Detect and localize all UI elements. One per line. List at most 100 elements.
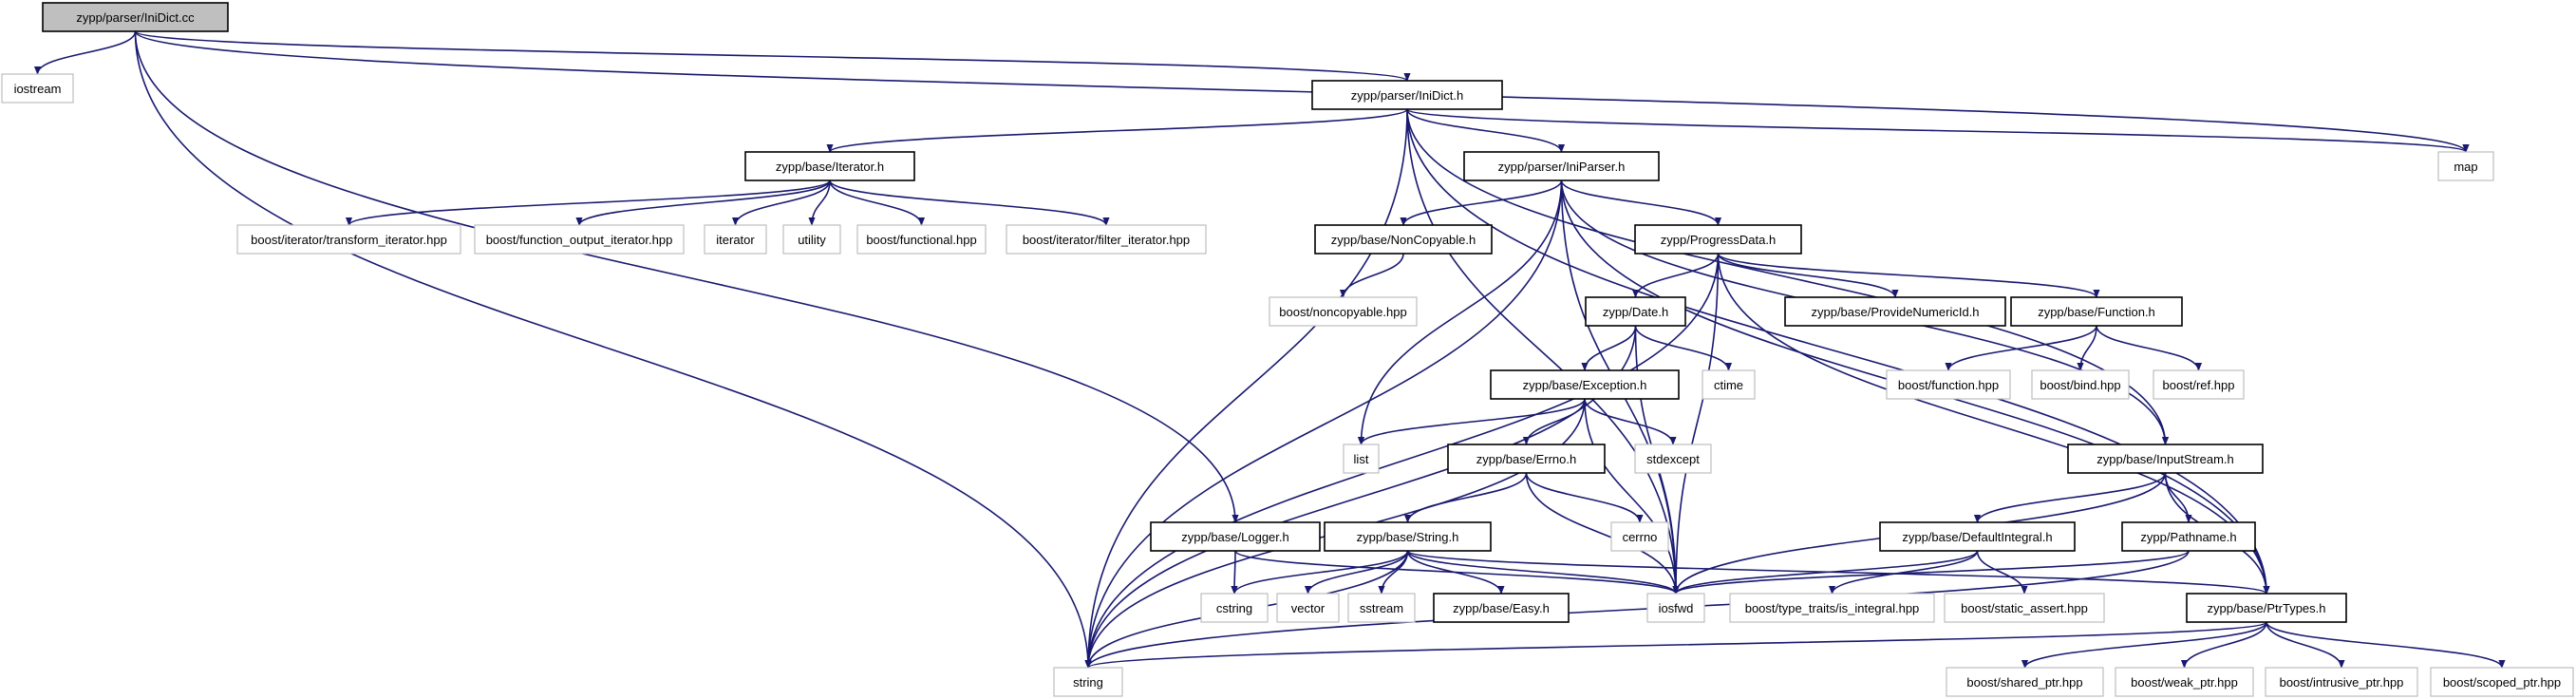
node-providenumericid_h[interactable]: zypp/base/ProvideNumericId.h (1784, 296, 2006, 327)
node-box-logger_h (1150, 521, 1321, 552)
edge-string_h-to-cstring (1231, 550, 1409, 595)
node-boost_ref: boost/ref.hpp (2153, 369, 2245, 400)
edge-defaultintegral_h-to-iosfwd (1672, 550, 1979, 595)
node-box-stdexcept (1634, 444, 1712, 474)
node-iterator_h[interactable]: zypp/base/Iterator.h (744, 151, 915, 181)
edge-inidict_h-to-iosfwd (1406, 108, 1680, 595)
edge-defaultintegral_h-to-static_assert (1976, 550, 2028, 595)
node-label-func_out_it: boost/function_output_iterator.hpp (486, 233, 673, 247)
node-ptrtypes_h[interactable]: zypp/base/PtrTypes.h (2186, 593, 2347, 623)
node-scoped_ptr: boost/scoped_ptr.hpp (2430, 667, 2574, 697)
node-label-inidict_cc: zypp/parser/IniDict.cc (76, 10, 195, 25)
node-errno_h[interactable]: zypp/base/Errno.h (1447, 444, 1606, 474)
node-label-providenumericid_h: zypp/base/ProvideNumericId.h (1811, 305, 1979, 319)
node-box-easy_h (1433, 593, 1570, 623)
node-ctime: ctime (1702, 369, 1756, 400)
edge-exception_h-to-stdexcept (1584, 398, 1677, 445)
edge-ptrtypes_h-to-scoped_ptr (2266, 621, 2506, 669)
edge-iterator_h-to-functional (829, 179, 926, 226)
edge-function_h-to-boost_ref (2096, 325, 2203, 371)
edge-progressdata_h-to-string (1084, 253, 1720, 669)
node-exception_h[interactable]: zypp/base/Exception.h (1490, 369, 1680, 400)
edge-date_h-to-ctime (1634, 325, 1733, 371)
node-iniparser_h[interactable]: zypp/parser/IniParser.h (1463, 151, 1660, 181)
node-box-boost_ref (2153, 369, 2245, 400)
node-box-utility (782, 224, 841, 255)
node-box-inputstream_h (2067, 444, 2264, 474)
node-inidict_cc[interactable]: zypp/parser/IniDict.cc (42, 2, 229, 32)
node-box-scoped_ptr (2430, 667, 2574, 697)
edge-string_h-to-vector (1304, 550, 1409, 595)
node-string_h[interactable]: zypp/base/String.h (1324, 521, 1492, 552)
node-defaultintegral_h[interactable]: zypp/base/DefaultIntegral.h (1879, 521, 2076, 552)
node-boost_bind: boost/bind.hpp (2031, 369, 2130, 400)
node-box-providenumericid_h (1784, 296, 2006, 327)
node-date_h[interactable]: zypp/Date.h (1585, 296, 1686, 327)
node-inidict_h[interactable]: zypp/parser/IniDict.h (1311, 80, 1503, 110)
node-box-date_h (1585, 296, 1686, 327)
node-label-inidict_h: zypp/parser/IniDict.h (1351, 88, 1464, 103)
edge-progressdata_h-to-providenumericid_h (1717, 253, 1899, 298)
node-label-iterator: iterator (716, 233, 755, 247)
edge-inidict_h-to-string (1084, 108, 1408, 669)
edge-function_h-to-boost_function (1945, 325, 2097, 371)
node-box-progressdata_h (1634, 224, 1802, 255)
edge-inidict_h-to-map (1406, 108, 2470, 153)
node-box-cstring (1200, 593, 1269, 623)
edge-inputstream_h-to-pathname_h (2164, 472, 2192, 523)
node-iostream: iostream (1, 73, 74, 104)
node-logger_h[interactable]: zypp/base/Logger.h (1150, 521, 1321, 552)
edge-progressdata_h-to-function_h (1717, 253, 2100, 298)
edge-iterator_h-to-func_out_it (575, 179, 831, 226)
edge-pathname_h-to-iosfwd (1672, 550, 2190, 595)
node-box-string (1053, 667, 1123, 697)
node-noncopyable_h[interactable]: zypp/base/NonCopyable.h (1314, 224, 1493, 255)
edge-errno_h-to-iosfwd (1525, 472, 1680, 595)
node-iterator: iterator (704, 224, 767, 255)
node-label-exception_h: zypp/base/Exception.h (1523, 378, 1647, 392)
node-label-functional: boost/functional.hpp (866, 233, 976, 247)
node-box-iterator (704, 224, 767, 255)
node-shared_ptr: boost/shared_ptr.hpp (1946, 667, 2104, 697)
node-label-iosfwd: iosfwd (1659, 601, 1694, 615)
node-label-shared_ptr: boost/shared_ptr.hpp (1966, 675, 2082, 690)
node-label-weak_ptr: boost/weak_ptr.hpp (2131, 675, 2238, 690)
node-label-progressdata_h: zypp/ProgressData.h (1661, 233, 1776, 247)
node-cerrno: cerrno (1610, 521, 1669, 552)
node-label-errno_h: zypp/base/Errno.h (1476, 452, 1577, 466)
node-label-function_h: zypp/base/Function.h (2038, 305, 2155, 319)
node-filter_it: boost/iterator/filter_iterator.hpp (1006, 224, 1207, 255)
edge-inidict_cc-to-logger_h (134, 30, 1239, 523)
node-box-filter_it (1006, 224, 1207, 255)
node-map: map (2437, 151, 2494, 181)
node-box-ctime (1702, 369, 1756, 400)
edge-ptrtypes_h-to-string (1084, 621, 2267, 669)
node-inputstream_h[interactable]: zypp/base/InputStream.h (2067, 444, 2264, 474)
edge-inidict_h-to-iterator_h (826, 108, 1408, 153)
edge-date_h-to-exception_h (1581, 325, 1637, 371)
node-label-string_h: zypp/base/String.h (1357, 530, 1459, 544)
node-label-stdexcept: stdexcept (1646, 452, 1700, 466)
edge-iniparser_h-to-noncopyable_h (1400, 179, 1563, 226)
edge-inidict_h-to-ptrtypes_h (1406, 108, 2270, 595)
node-box-iniparser_h (1463, 151, 1660, 181)
node-box-boost_bind (2031, 369, 2130, 400)
node-functional: boost/functional.hpp (856, 224, 987, 255)
node-label-utility: utility (798, 233, 826, 247)
edge-iniparser_h-to-string (1084, 179, 1563, 669)
node-list: list (1343, 444, 1380, 474)
node-progressdata_h[interactable]: zypp/ProgressData.h (1634, 224, 1802, 255)
node-easy_h[interactable]: zypp/base/Easy.h (1433, 593, 1570, 623)
node-function_h[interactable]: zypp/base/Function.h (2010, 296, 2183, 327)
edge-ptrtypes_h-to-shared_ptr (2021, 621, 2267, 669)
node-box-iterator_h (744, 151, 915, 181)
edge-inputstream_h-to-defaultintegral_h (1973, 472, 2167, 523)
node-box-exception_h (1490, 369, 1680, 400)
node-pathname_h[interactable]: zypp/Pathname.h (2121, 521, 2256, 552)
node-label-pathname_h: zypp/Pathname.h (2140, 530, 2236, 544)
node-label-list: list (1354, 452, 1369, 466)
node-cstring: cstring (1200, 593, 1269, 623)
edge-inidict_cc-to-string (134, 30, 1092, 669)
edge-iterator_h-to-iterator (731, 179, 831, 226)
